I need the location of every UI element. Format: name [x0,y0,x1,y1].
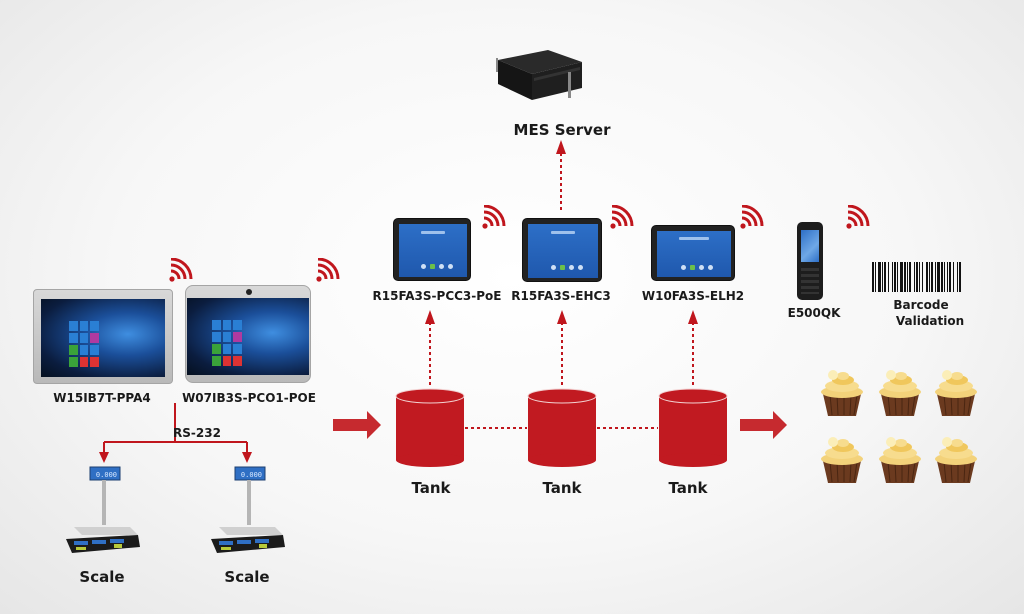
android-screen [528,224,598,278]
panel-pc-r15fa3s-pcc3 [393,218,471,281]
rugged-handheld-icon [797,222,823,300]
panel-pc-w07ib3s [185,285,311,383]
rs232-label: RS-232 [173,426,221,440]
link-tank1-to-tablet1 [425,310,435,385]
panel-pc-w07ib3s-label: W07IB3S-PCO1-POE [182,391,316,405]
barcode-bar [935,262,936,292]
panel-pc-r15fa3s-ehc3 [522,218,602,282]
link-tablet2-to-server [556,140,566,210]
scale-icon: 0.000 [66,466,140,553]
scale-label: Scale [79,568,125,586]
barcode-bar [949,262,951,292]
barcode-bar [947,262,948,292]
barcode-bar [957,262,958,292]
barcode-bar [888,262,889,292]
link-tank2-to-tablet2 [557,310,567,385]
barcode-bar [900,262,903,292]
mes-server-label: MES Server [513,121,611,139]
camera-icon [246,289,252,295]
cupcake-icon [935,437,977,483]
wifi-icon [316,258,340,282]
barcode-bar [894,262,896,292]
barcode-label-line1: Barcode [893,298,949,312]
barcode-bar [922,262,923,292]
arrow-up-icon [688,310,698,324]
wifi-icon [846,205,870,229]
tank-icon [527,388,597,467]
arrow-down-icon [99,452,109,463]
barcode-bar [882,262,883,292]
barcode-bar [904,262,906,292]
arrow-up-icon [425,310,435,324]
cupcake-icon [879,370,921,416]
barcode-bar [953,262,954,292]
barcode-bar [907,262,908,292]
cupcake-icon [935,370,977,416]
link-tank3-to-tablet3 [688,310,698,385]
tank-label: Tank [411,479,451,497]
wifi-icon [482,205,506,229]
barcode-bar [944,262,945,292]
barcode-bar [929,262,930,292]
barcode-bar [931,262,933,292]
android-screen [399,224,467,277]
barcode-bar [872,262,874,292]
flow-arrow-in-icon [333,411,381,439]
barcode-bar [897,262,898,292]
wifi-icon [610,205,634,229]
panel-pc-w15ib7t [33,289,173,384]
barcode-bar [884,262,886,292]
barcode-bar [959,262,961,292]
rs232-link [99,403,252,463]
barcode-bar [937,262,940,292]
tank-icon [395,388,465,467]
arrow-up-icon [557,310,567,324]
tank-icon [658,388,728,467]
cupcake-icon [821,370,863,416]
barcode-bar [892,262,893,292]
barcode-bar [919,262,920,292]
scale-icon: 0.000 [211,466,285,553]
start-menu-tiles [69,321,99,367]
scale-label: Scale [224,568,270,586]
tablet-r15fa3s-pcc3-label: R15FA3S-PCC3-PoE [372,289,502,303]
cupcake-icon [821,437,863,483]
wifi-icon [740,205,764,229]
barcode-bar [909,262,911,292]
panel-pc-w15ib7t-label: W15IB7T-PPA4 [53,391,151,405]
windows-screen [41,299,165,377]
windows-screen [187,298,309,375]
tank-label: Tank [668,479,708,497]
arrow-down-icon [242,452,252,463]
barcode-bar [875,262,876,292]
start-menu-tiles [212,320,242,366]
svg-text:0.000: 0.000 [241,471,262,479]
server-icon [496,50,582,100]
panel-pc-w10fa3s-elh2 [651,225,735,281]
barcode-bar [878,262,881,292]
barcode-bar [914,262,915,292]
barcode-icon [872,262,961,292]
flow-arrow-out-icon [740,411,787,439]
tank-label: Tank [542,479,582,497]
cupcake-icon [879,437,921,483]
barcode-label-line2: Validation [895,314,965,328]
tablet-w10fa3s-elh2-label: W10FA3S-ELH2 [641,289,745,303]
svg-text:0.000: 0.000 [96,471,117,479]
barcode-bar [941,262,943,292]
barcode-bar [916,262,918,292]
handheld-e500qk-label: E500QK [787,306,841,320]
android-screen [657,231,731,277]
arrow-up-icon [556,140,566,154]
tablet-r15fa3s-ehc3-label: R15FA3S-EHC3 [511,289,611,303]
wifi-icon [169,258,193,282]
barcode-bar [926,262,928,292]
